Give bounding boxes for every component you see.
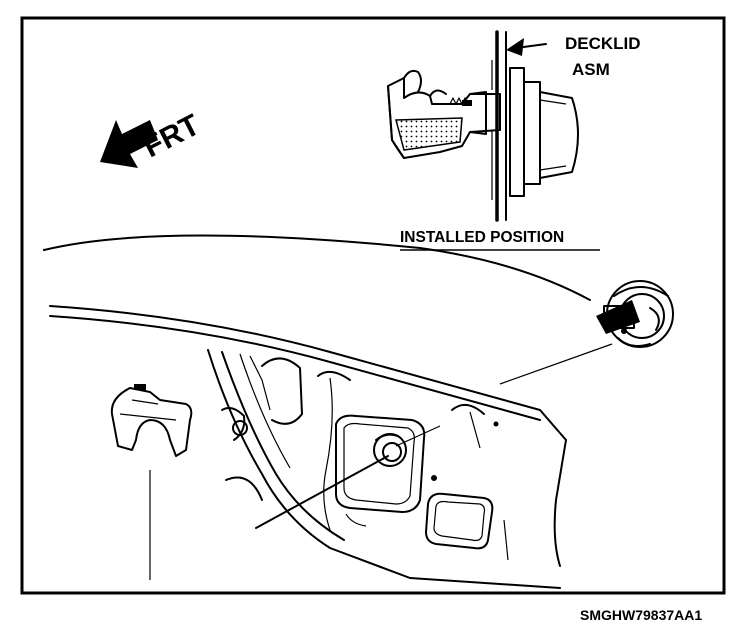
decklid-label-line1: DECKLID [565, 34, 641, 53]
decklid-label-line2: ASM [572, 60, 610, 79]
retaining-clip [110, 384, 193, 580]
decklid-body [43, 234, 591, 589]
figure-code: SMGHW79837AA1 [580, 607, 702, 623]
installed-position-inset [387, 30, 613, 385]
arrow-left-down-icon [100, 120, 158, 168]
frt-label: FRT [138, 108, 205, 164]
installed-position-label: INSTALLED POSITION [400, 229, 564, 246]
bulb-socket-detail [596, 280, 674, 348]
figure-frame [20, 16, 726, 595]
